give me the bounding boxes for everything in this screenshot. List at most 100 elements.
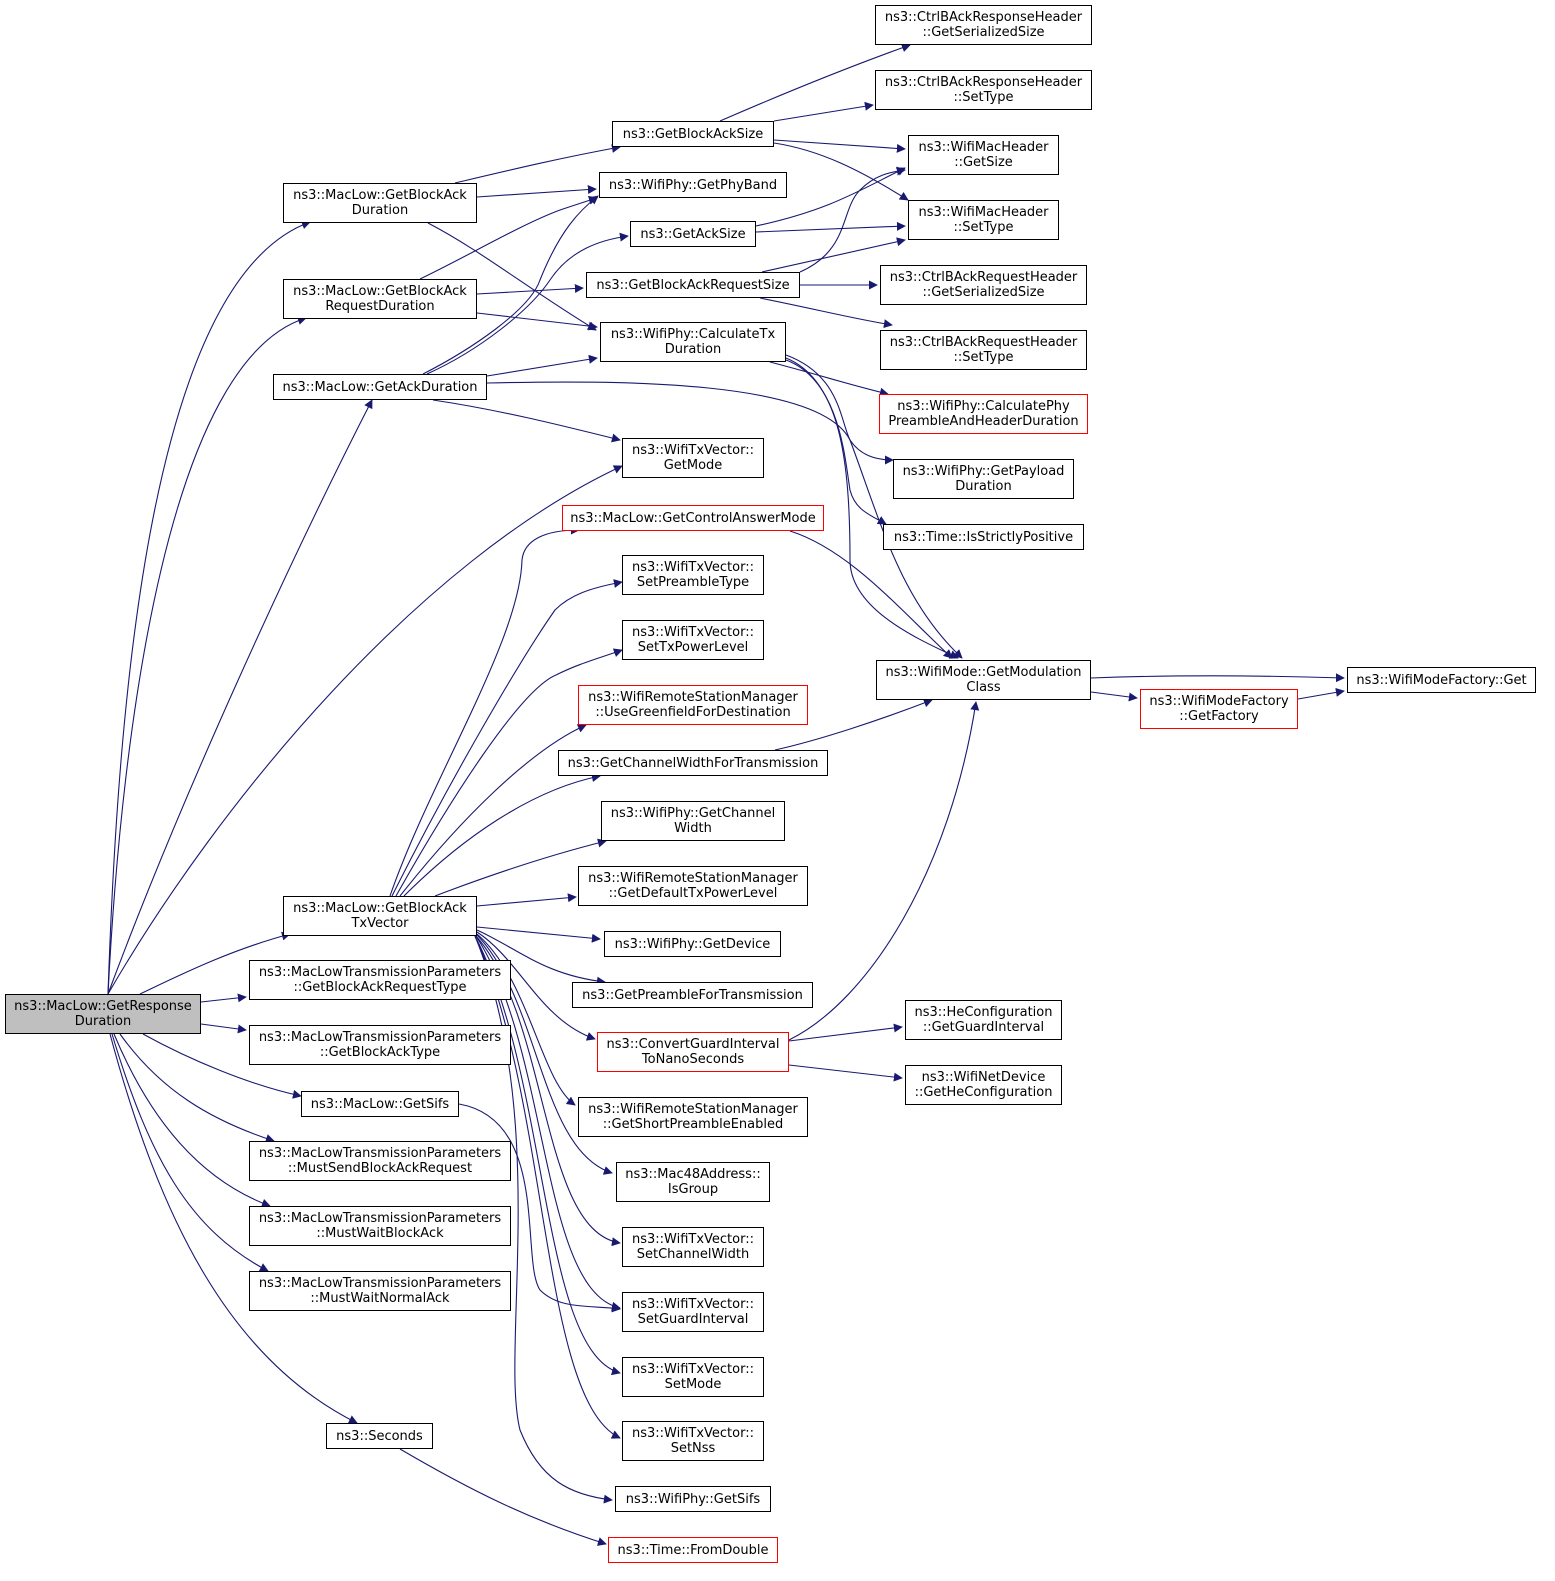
call-edge xyxy=(719,43,911,122)
node-mac-low-get-control-answer-mode[interactable]: ns3::MacLow::GetControlAnswerMode xyxy=(562,505,824,531)
node-label-line: ns3::MacLow::GetBlockAck xyxy=(293,901,467,916)
node-wifi-mode-factory-get[interactable]: ns3::WifiModeFactory::Get xyxy=(1347,667,1536,693)
node-ctrl-back-request-get-serialized-size[interactable]: ns3::CtrlBAckRequestHeader::GetSerialize… xyxy=(880,265,1087,305)
node-wifi-tx-vector-set-tx-power-level[interactable]: ns3::WifiTxVector::SetTxPowerLevel xyxy=(622,620,764,660)
call-edge xyxy=(422,195,599,375)
node-he-configuration-get-guard-interval[interactable]: ns3::HeConfiguration::GetGuardInterval xyxy=(905,1000,1062,1040)
node-label-line: ToNanoSeconds xyxy=(641,1052,745,1067)
node-label-line: ns3::WifiPhy::GetSifs xyxy=(625,1491,761,1507)
node-get-short-preamble-enabled[interactable]: ns3::WifiRemoteStationManager::GetShortP… xyxy=(578,1097,808,1137)
node-seconds[interactable]: ns3::Seconds xyxy=(326,1423,433,1449)
node-label-line: Duration xyxy=(74,1014,132,1029)
call-edge xyxy=(119,1033,275,1143)
node-label-line: ::GetSerializedSize xyxy=(922,25,1045,40)
node-label-line: ::SetType xyxy=(953,350,1014,365)
call-edge xyxy=(107,316,307,995)
node-label-line: ::GetDefaultTxPowerLevel xyxy=(608,886,778,901)
call-edge xyxy=(391,579,623,897)
call-edge xyxy=(142,1033,302,1099)
node-wifi-phy-get-phy-band[interactable]: ns3::WifiPhy::GetPhyBand xyxy=(599,172,787,198)
node-wifi-phy-get-sifs[interactable]: ns3::WifiPhy::GetSifs xyxy=(615,1486,771,1512)
node-label-line: GetMode xyxy=(663,458,723,473)
node-label-line: ns3::WifiTxVector:: xyxy=(631,1426,754,1441)
node-get-ack-size[interactable]: ns3::GetAckSize xyxy=(630,221,756,247)
node-label-line: ::GetHeConfiguration xyxy=(914,1085,1053,1100)
node-wifi-tx-vector-set-nss[interactable]: ns3::WifiTxVector::SetNss xyxy=(622,1421,764,1461)
node-label-line: ::SetType xyxy=(953,220,1014,235)
call-edge xyxy=(458,1103,621,1313)
node-wifi-phy-get-device[interactable]: ns3::WifiPhy::GetDevice xyxy=(604,931,781,957)
node-label-line: ns3::MacLowTransmissionParameters xyxy=(258,1146,502,1161)
node-mltp-get-block-ack-request-type[interactable]: ns3::MacLowTransmissionParameters::GetBl… xyxy=(249,960,511,1000)
node-wifi-tx-vector-set-preamble-type[interactable]: ns3::WifiTxVector::SetPreambleType xyxy=(622,555,764,595)
node-label-line: RequestDuration xyxy=(325,299,435,314)
node-time-from-double[interactable]: ns3::Time::FromDouble xyxy=(608,1537,778,1563)
node-wifi-tx-vector-set-channel-width[interactable]: ns3::WifiTxVector::SetChannelWidth xyxy=(622,1227,764,1267)
node-label-line: SetChannelWidth xyxy=(636,1247,750,1262)
node-get-block-ack-size[interactable]: ns3::GetBlockAckSize xyxy=(612,121,774,147)
node-wifi-mac-header-get-size[interactable]: ns3::WifiMacHeader::GetSize xyxy=(908,135,1059,175)
call-edge xyxy=(785,357,959,659)
node-mac-low-get-sifs[interactable]: ns3::MacLow::GetSifs xyxy=(301,1091,459,1117)
call-edge xyxy=(476,283,584,295)
node-use-greenfield-for-destination[interactable]: ns3::WifiRemoteStationManager::UseGreenf… xyxy=(578,685,808,725)
node-wifi-tx-vector-set-mode[interactable]: ns3::WifiTxVector::SetMode xyxy=(622,1357,764,1397)
call-edge xyxy=(432,399,621,443)
call-edge xyxy=(1090,673,1345,683)
call-edge xyxy=(389,525,580,897)
call-edge xyxy=(789,530,953,659)
call-edge xyxy=(486,381,963,659)
node-wifi-mac-header-set-type[interactable]: ns3::WifiMacHeader::SetType xyxy=(908,200,1059,240)
node-wifi-tx-vector-get-mode[interactable]: ns3::WifiTxVector::GetMode xyxy=(622,438,764,478)
node-wifi-tx-vector-set-guard-interval[interactable]: ns3::WifiTxVector::SetGuardInterval xyxy=(622,1292,764,1332)
node-mltp-get-block-ack-type[interactable]: ns3::MacLowTransmissionParameters::GetBl… xyxy=(249,1025,511,1065)
node-label-line: SetGuardInterval xyxy=(637,1312,749,1327)
call-edge xyxy=(399,1448,607,1546)
call-edge xyxy=(434,838,607,897)
node-mac48-address-is-group[interactable]: ns3::Mac48Address::IsGroup xyxy=(616,1162,770,1202)
node-label-line: ns3::ConvertGuardInterval xyxy=(606,1037,780,1052)
node-label-line: ns3::WifiModeFactory xyxy=(1149,694,1289,709)
node-label-line: ns3::WifiMode::GetModulation xyxy=(885,665,1082,680)
node-get-default-tx-power-level[interactable]: ns3::WifiRemoteStationManager::GetDefaul… xyxy=(578,866,808,906)
node-get-channel-width-for-transmission[interactable]: ns3::GetChannelWidthForTransmission xyxy=(558,750,828,776)
node-get-preamble-for-transmission[interactable]: ns3::GetPreambleForTransmission xyxy=(572,982,813,1008)
node-wifi-net-device-get-he-configuration[interactable]: ns3::WifiNetDevice::GetHeConfiguration xyxy=(905,1065,1062,1105)
node-label-line: TxVector xyxy=(351,916,409,931)
node-label-line: ::GetBlockAckType xyxy=(319,1045,441,1060)
node-label-line: ns3::WifiMacHeader xyxy=(918,205,1049,220)
node-label-line: ns3::WifiTxVector:: xyxy=(631,1362,754,1377)
call-edge xyxy=(773,139,906,153)
node-label-line: ns3::WifiTxVector:: xyxy=(631,1232,754,1247)
call-edge xyxy=(759,297,893,329)
node-label-line: Duration xyxy=(351,203,409,218)
node-time-is-strictly-positive[interactable]: ns3::Time::IsStrictlyPositive xyxy=(883,524,1084,550)
node-ctrl-back-response-get-serialized-size[interactable]: ns3::CtrlBAckResponseHeader::GetSerializ… xyxy=(875,5,1092,45)
node-label-line: ns3::CtrlBAckRequestHeader xyxy=(889,335,1078,350)
node-mac-low-get-ack-duration[interactable]: ns3::MacLow::GetAckDuration xyxy=(273,374,487,400)
node-label-line: ::GetSerializedSize xyxy=(922,285,1045,300)
node-label-line: ::UseGreenfieldForDestination xyxy=(595,705,791,720)
node-get-block-ack-request-size[interactable]: ns3::GetBlockAckRequestSize xyxy=(586,272,800,298)
node-ctrl-back-response-set-type[interactable]: ns3::CtrlBAckResponseHeader::SetType xyxy=(875,70,1092,110)
node-ctrl-back-request-set-type[interactable]: ns3::CtrlBAckRequestHeader::SetType xyxy=(880,330,1087,370)
call-edge xyxy=(109,1033,358,1424)
call-edge xyxy=(755,221,906,233)
node-label-line: ns3::WifiModeFactory::Get xyxy=(1356,672,1527,688)
node-mltp-must-wait-normal-ack[interactable]: ns3::MacLowTransmissionParameters::MustW… xyxy=(249,1271,511,1311)
node-mltp-must-wait-block-ack[interactable]: ns3::MacLowTransmissionParameters::MustW… xyxy=(249,1206,511,1246)
node-label-line: SetMode xyxy=(664,1377,722,1392)
call-edge xyxy=(403,773,601,897)
node-mltp-must-send-block-ack-request[interactable]: ns3::MacLowTransmissionParameters::MustS… xyxy=(249,1141,511,1181)
node-wifi-mode-factory-get-factory[interactable]: ns3::WifiModeFactory::GetFactory xyxy=(1140,689,1298,729)
